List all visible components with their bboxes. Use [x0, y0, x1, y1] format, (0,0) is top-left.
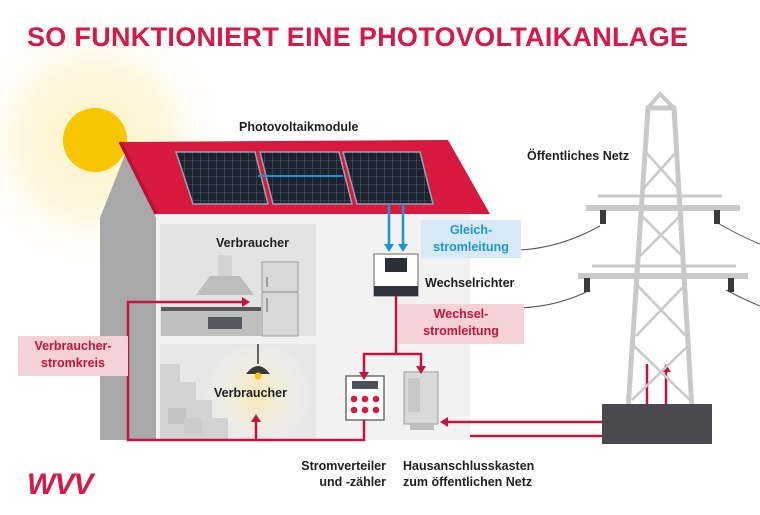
dc-cable [387, 204, 405, 248]
label-connection-box-1: Hausanschlusskasten [403, 459, 535, 473]
fuse-box-icon [345, 375, 385, 421]
label-ac-line-2: stromleitung [423, 324, 499, 338]
label-ac-line-1: Wechsel- [433, 307, 489, 321]
stove-icon [161, 307, 261, 336]
label-connection-box-2: zum öffentlichen Netz [403, 475, 533, 489]
pylon-base [602, 404, 712, 444]
label-pv-modules: Photovoltaikmodule [239, 120, 359, 134]
label-distributor-1: Stromverteiler [301, 459, 386, 473]
inverter-icon [373, 253, 419, 297]
ac-cables [126, 296, 668, 442]
label-distributor-2: und -zähler [319, 475, 386, 489]
label-box-consumer-circuit [18, 336, 128, 376]
label-box-dc [421, 220, 521, 258]
label-inverter: Wechselrichter [425, 276, 515, 290]
label-consumer-bottom: Verbraucher [214, 386, 287, 400]
stairs-icon [160, 364, 228, 440]
power-pylon-icon [519, 91, 760, 411]
range-hood-icon [196, 255, 254, 295]
refrigerator-icon [261, 261, 299, 337]
label-box-ac [398, 304, 524, 344]
label-consumer-circuit-1: Verbraucher- [34, 339, 112, 353]
label-dc-line-2: stromleitung [433, 240, 509, 254]
label-dc-line-1: Gleich- [449, 223, 493, 237]
label-consumer-circuit-2: stromkreis [41, 356, 105, 370]
label-public-grid: Öffentliches Netz [527, 149, 630, 163]
dc-arrows [384, 244, 408, 252]
wvv-logo: WVV [27, 468, 93, 501]
lamp-icon [246, 344, 270, 380]
label-consumer-top: Verbraucher [216, 236, 289, 250]
solar-panel-icon [174, 151, 434, 205]
connection-box-icon [403, 371, 439, 430]
page-title: SO FUNKTIONIERT EINE PHOTOVOLTAIKANLAGE [27, 22, 689, 52]
